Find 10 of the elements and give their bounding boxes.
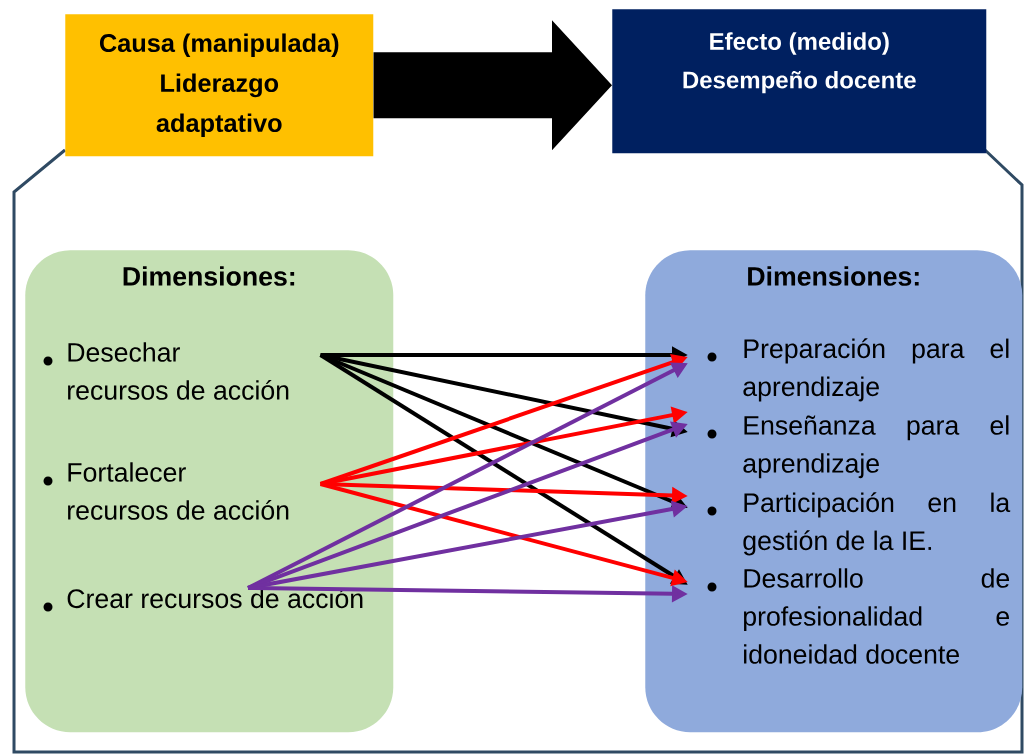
list-item: Desechar recursos de acción: [68, 342, 289, 400]
list-item: Preparación para el aprendizaje: [743, 338, 1009, 402]
list-item: Desarrollo de profesionalidad e idoneidad docente: [744, 568, 1010, 664]
list-item: Fortalecer recursos de acción: [68, 462, 289, 520]
list-item: Participación en la gestión de la IE.: [743, 492, 1011, 556]
list-item: Crear recursos de acción: [67, 588, 363, 609]
effect-box: Efecto (medido) Desempeño docente: [612, 9, 987, 154]
list-item: Enseñanza para el aprendizaje: [743, 415, 1009, 479]
block-arrow: [373, 20, 612, 151]
cause-box: Causa (manipulada) Liderazgo adaptativo: [65, 14, 374, 157]
